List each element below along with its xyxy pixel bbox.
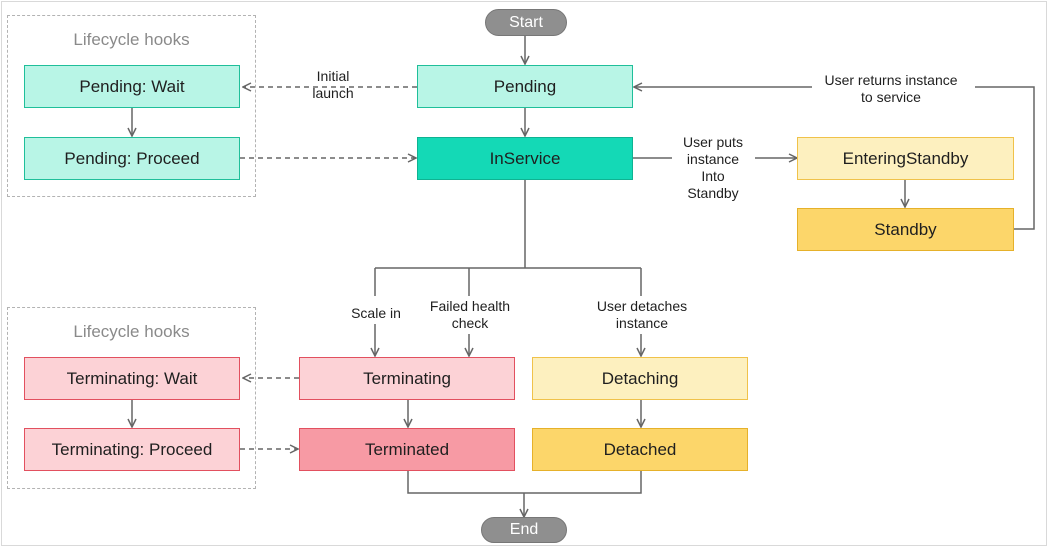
- detached-state: Detached: [532, 428, 748, 471]
- pending-state: Pending: [417, 65, 633, 108]
- scale-in-label: Scale in: [351, 305, 401, 321]
- pending-wait-state: Pending: Wait: [24, 65, 240, 108]
- lifecycle-hooks-group-bottom: Lifecycle hooks: [7, 307, 256, 489]
- standby-state: Standby: [797, 208, 1014, 251]
- entering-standby-state: EnteringStandby: [797, 137, 1014, 180]
- start-node: Start: [485, 9, 567, 36]
- failed-health-check-label: Failed health check: [429, 298, 511, 331]
- user-returns-label: User returns instance to service: [824, 72, 958, 105]
- user-detaches-label: User detaches instance: [596, 298, 688, 331]
- end-node: End: [481, 517, 567, 543]
- edge-user-returns: [975, 86, 1035, 230]
- terminating-state: Terminating: [299, 357, 515, 400]
- terminated-state: Terminated: [299, 428, 515, 471]
- inservice-state: InService: [417, 137, 633, 180]
- terminating-wait-state: Terminating: Wait: [24, 357, 240, 400]
- edge-to-end: [407, 470, 642, 494]
- user-puts-standby-label: User puts instance Into Standby: [683, 134, 743, 201]
- pending-proceed-state: Pending: Proceed: [24, 137, 240, 180]
- lifecycle-hooks-title: Lifecycle hooks: [73, 322, 190, 341]
- lifecycle-hooks-group-top: Lifecycle hooks: [7, 15, 256, 197]
- lifecycle-hooks-title: Lifecycle hooks: [73, 30, 190, 49]
- detaching-state: Detaching: [532, 357, 748, 400]
- initial-launch-label: Initial launch: [312, 68, 354, 101]
- terminating-proceed-state: Terminating: Proceed: [24, 428, 240, 471]
